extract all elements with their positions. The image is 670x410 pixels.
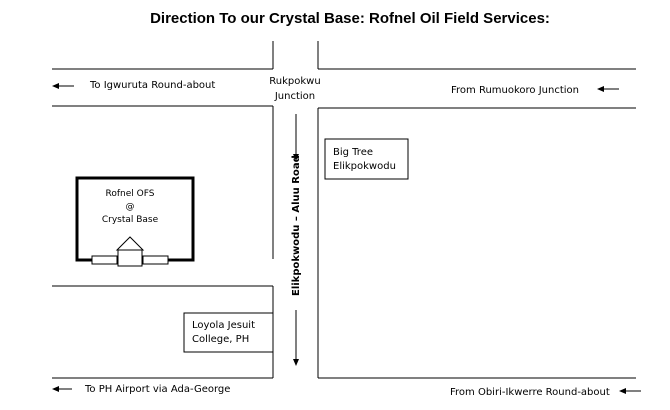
junction-label-line1: Rukpokwu	[269, 76, 320, 87]
vertical-road	[272, 41, 319, 378]
page-title: Direction To our Crystal Base: Rofnel Oi…	[150, 10, 550, 27]
landmark-label-line1: Big Tree	[333, 147, 373, 158]
vertical-road-label: Elikpokwodu – Aluu Road	[291, 155, 302, 296]
landmark-box	[324, 138, 409, 180]
base-label-line3: Crystal Base	[102, 215, 159, 225]
road-label-obiri-ikwerre: From Obiri-Ikwerre Round-about	[450, 387, 610, 398]
arrowhead-down-icon	[293, 359, 299, 366]
junction-label: Rukpokwu Junction	[269, 76, 320, 102]
horizontal-road-top	[52, 68, 636, 109]
arrowhead-left-icon	[597, 86, 604, 92]
landmark-box	[183, 312, 274, 353]
route-bottom-left: To PH Airport via Ada-George	[52, 384, 230, 395]
arrowhead-left-icon	[52, 386, 59, 392]
route-top-left: To Igwuruta Round-about	[52, 80, 215, 91]
landmark-label-line2: Elikpokwodu	[333, 161, 396, 172]
arrowhead-left-icon	[52, 83, 59, 89]
route-top-right: From Rumuokoro Junction	[451, 85, 619, 96]
landmark-big-tree: Big Tree Elikpokwodu	[324, 138, 409, 180]
gatehouse-roof-icon	[115, 236, 145, 251]
road-label-ph-airport: To PH Airport via Ada-George	[84, 384, 230, 395]
horizontal-road-bottom	[52, 285, 636, 379]
base-label-line2: @	[126, 202, 135, 212]
arrowhead-left-icon	[619, 388, 626, 394]
crystal-base: Rofnel OFS @ Crystal Base	[75, 176, 195, 267]
landmark-label-line1: Loyola Jesuit	[192, 320, 255, 331]
gatehouse	[117, 249, 143, 267]
gate-wall-left	[91, 255, 118, 265]
landmark-loyola: Loyola Jesuit College, PH	[183, 312, 274, 353]
gate-wall-right	[142, 255, 169, 265]
landmark-label-line2: College, PH	[192, 334, 249, 345]
base-label-line1: Rofnel OFS	[106, 189, 155, 199]
arrowhead-down-icon	[293, 154, 299, 161]
road-label-igwuruta: To Igwuruta Round-about	[89, 80, 215, 91]
route-bottom-right: From Obiri-Ikwerre Round-about	[450, 387, 641, 398]
road-label-rumuokoro: From Rumuokoro Junction	[451, 85, 579, 96]
junction-label-line2: Junction	[274, 91, 315, 102]
vertical-road-arrows	[293, 114, 299, 366]
